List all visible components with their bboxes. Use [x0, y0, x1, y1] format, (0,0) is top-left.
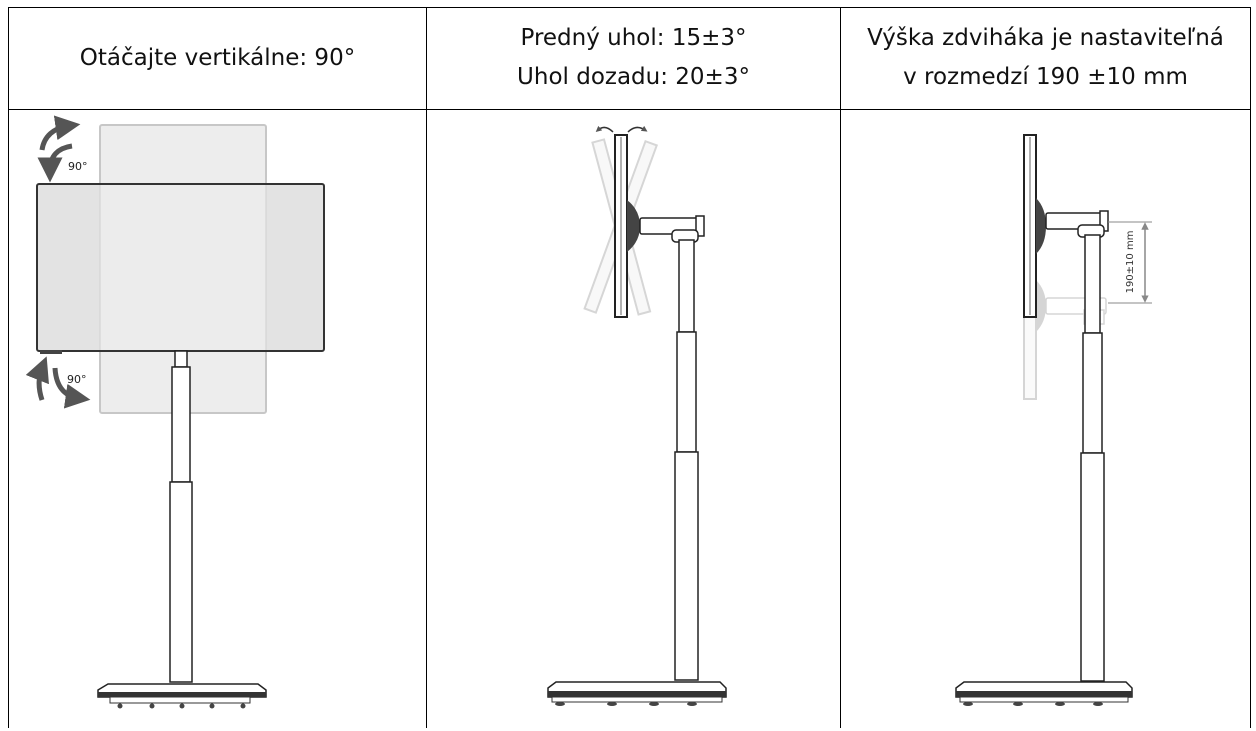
cell-lift: Výška zdviháka je nastaviteľná v rozmedz…	[841, 6, 1250, 728]
rotate-caption: Otáčajte vertikálne: 90°	[79, 44, 356, 71]
rotate-arrow-up-icon	[39, 115, 81, 151]
tilt-stand-illustration	[547, 125, 727, 706]
rotate-stand-neck	[174, 350, 188, 368]
lift-stand-pole-mid	[1082, 332, 1103, 454]
rotate-label-bottom: 90°	[67, 373, 87, 386]
cell-rotate: Otáčajte vertikálne: 90°	[9, 6, 426, 728]
tilt-caption-line-1: Predný uhol: 15±3°	[520, 25, 747, 51]
rotate-stand-pole-lower	[169, 481, 193, 683]
rotate-label-top: 90°	[68, 160, 88, 173]
lift-caption-line-1: Výška zdviháka je nastaviteľná	[867, 25, 1224, 51]
tilt-back-arrow-icon	[595, 125, 614, 133]
table-top-border	[8, 7, 1251, 8]
lift-caption-line-2: v rozmedzí 190 ±10 mm	[903, 64, 1188, 90]
column-divider-2	[840, 7, 841, 728]
rotate-stand-illustration: 90° 90°	[25, 115, 325, 709]
tilt-stand-pole-lower	[674, 451, 699, 681]
tilt-front-arrow-icon	[627, 125, 648, 133]
lift-stand-pole-upper	[1084, 234, 1101, 334]
header-row-border	[8, 109, 1251, 110]
rotate-arrow-down-icon	[37, 143, 73, 183]
cell-lift-header: Výška zdviháka je nastaviteľná v rozmedz…	[841, 6, 1250, 110]
tilt-stand-pole-mid	[676, 331, 697, 453]
lift-stand-pole-lower	[1080, 452, 1105, 682]
cell-tilt-header: Predný uhol: 15±3° Uhol dozadu: 20±3°	[427, 6, 840, 110]
rotate-arrow-right-icon	[52, 367, 91, 409]
table-left-border	[8, 7, 9, 728]
rotate-arrow-left-icon	[25, 356, 49, 401]
tilt-stand-pole-upper	[678, 239, 695, 333]
column-divider-1	[426, 7, 427, 728]
cell-rotate-header: Otáčajte vertikálne: 90°	[9, 6, 426, 110]
lift-dimension-label: 190±10 mm	[1125, 231, 1136, 294]
lift-stand-illustration: 190±10 mm	[955, 134, 1152, 706]
tilt-caption-line-2: Uhol dozadu: 20±3°	[517, 64, 750, 90]
cell-tilt: Predný uhol: 15±3° Uhol dozadu: 20±3°	[427, 6, 840, 728]
table-right-border	[1250, 7, 1251, 728]
rotate-stand-pole-upper	[171, 366, 191, 483]
